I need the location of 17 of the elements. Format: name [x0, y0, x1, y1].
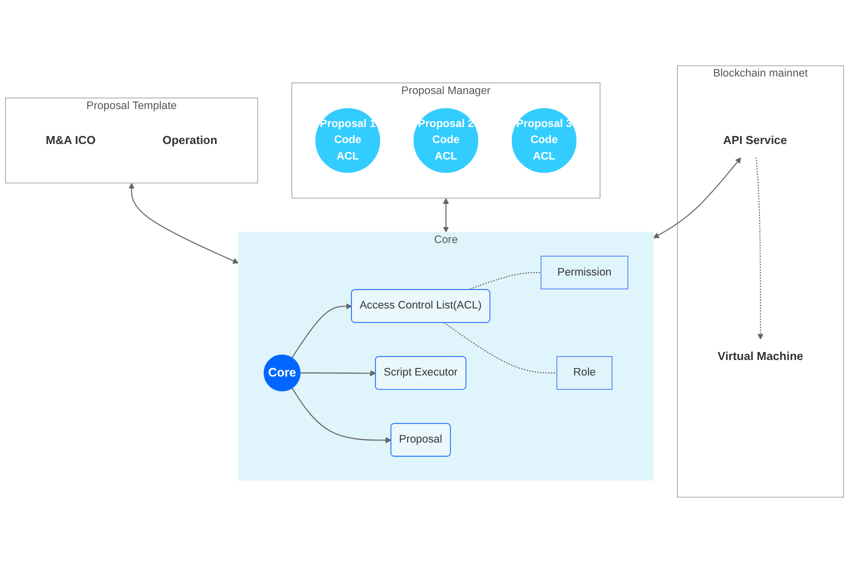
node-circle: Proposal 1 Code ACL [315, 108, 380, 173]
arrow [442, 198, 449, 233]
node-text: Operation [162, 134, 218, 147]
node-text: M&A ICO [46, 134, 96, 147]
node-text: Virtual Machine [718, 350, 804, 363]
connector [444, 322, 557, 374]
arrow [292, 303, 352, 358]
node-box: Role [556, 356, 612, 390]
arrow [292, 388, 392, 444]
connector [467, 272, 542, 290]
arrow [653, 157, 742, 238]
node-box: Permission [540, 256, 628, 290]
arrow [756, 157, 764, 340]
node-circle: Core [264, 354, 301, 392]
arrow [128, 183, 239, 264]
node-text: API Service [723, 134, 787, 147]
arrow [300, 370, 376, 376]
